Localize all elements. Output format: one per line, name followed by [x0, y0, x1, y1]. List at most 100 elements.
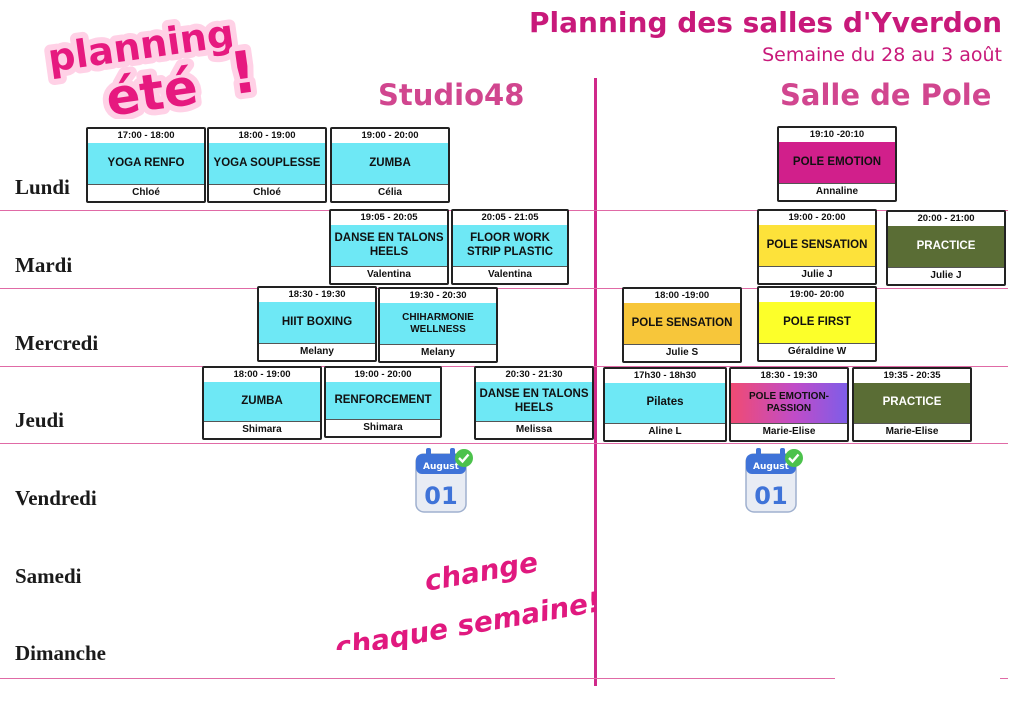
session-card[interactable]: 19:00 - 20:00 POLE SENSATION Julie J: [757, 209, 877, 285]
session-time: 19:00 - 20:00: [788, 212, 846, 223]
session-teacher: Marie-Elise: [854, 423, 970, 440]
day-mardi: Mardi: [15, 253, 73, 277]
session-time: 20:05 - 21:05: [481, 212, 539, 223]
session-time: 20:00 - 21:00: [917, 213, 975, 224]
session-time: 19:30 - 20:30: [409, 290, 467, 301]
session-teacher: Melany: [380, 344, 496, 361]
session-name: YOGA SOUPLESSE: [209, 143, 325, 184]
svg-text:August: August: [753, 462, 790, 472]
day-samedi: Samedi: [15, 564, 82, 588]
session-card[interactable]: 19:00- 20:00 POLE FIRST Géraldine W: [757, 286, 877, 362]
planning-ete-logo: planning planning été été ! !: [39, 5, 267, 119]
session-name: ZUMBA: [204, 382, 320, 421]
day-jeudi: Jeudi: [15, 408, 65, 432]
session-card[interactable]: 19:30 - 20:30 CHIHARMONIE WELLNESS Melan…: [378, 287, 498, 363]
svg-text:été: été: [102, 58, 201, 119]
session-name: Pilates: [605, 383, 725, 423]
session-teacher: Julie S: [624, 344, 740, 361]
session-card[interactable]: 20:00 - 21:00 PRACTICE Julie J: [886, 210, 1006, 286]
session-teacher: Shimara: [326, 419, 440, 436]
svg-text:chaque semaine!: chaque semaine!: [332, 585, 603, 650]
room-studio48: Studio48: [378, 78, 525, 112]
session-name: POLE SENSATION: [759, 225, 875, 266]
session-time: 18:30 - 19:30: [760, 370, 818, 381]
weekly-change-note: change chaque semaine!: [332, 545, 603, 650]
session-time: 19:05 - 20:05: [360, 212, 418, 223]
session-name: CHIHARMONIE WELLNESS: [380, 303, 496, 344]
session-name: HIIT BOXING: [259, 302, 375, 343]
svg-text:August: August: [423, 462, 460, 472]
session-teacher: Valentina: [453, 266, 567, 283]
session-name: POLE FIRST: [759, 302, 875, 343]
day-vendredi: Vendredi: [15, 486, 97, 510]
svg-text:01: 01: [424, 482, 457, 510]
session-time: 19:00 - 20:00: [361, 130, 419, 141]
session-teacher: Célia: [332, 184, 448, 201]
session-time: 19:10 -20:10: [809, 129, 865, 140]
session-teacher: Julie J: [888, 267, 1004, 284]
calendar-check-icon: August 01: [745, 448, 803, 513]
session-time: 20:30 - 21:30: [505, 369, 563, 380]
session-name: DANSE EN TALONS HEELS: [476, 382, 592, 421]
session-card[interactable]: 19:10 -20:10 POLE EMOTION Annaline: [777, 126, 897, 202]
session-time: 17h30 - 18h30: [633, 370, 697, 381]
row-divider: [0, 443, 1008, 444]
row-divider: [0, 678, 835, 679]
room-salle-de-pole: Salle de Pole: [780, 78, 992, 112]
session-time: 19:35 - 20:35: [883, 370, 941, 381]
session-card[interactable]: 20:30 - 21:30 DANSE EN TALONS HEELS Meli…: [474, 366, 594, 440]
session-teacher: Shimara: [204, 421, 320, 438]
session-card[interactable]: 18:00 - 19:00 YOGA SOUPLESSE Chloé: [207, 127, 327, 203]
session-name: YOGA RENFO: [88, 143, 204, 184]
svg-text:change: change: [422, 545, 540, 597]
session-card[interactable]: 17h30 - 18h30 Pilates Aline L: [603, 367, 727, 442]
session-time: 19:00- 20:00: [789, 289, 845, 300]
session-card[interactable]: 18:30 - 19:30 HIIT BOXING Melany: [257, 286, 377, 362]
session-time: 18:00 - 19:00: [238, 130, 296, 141]
session-time: 18:00 -19:00: [654, 290, 710, 301]
session-name: POLE EMOTION: [779, 142, 895, 183]
session-teacher: Marie-Elise: [731, 423, 847, 440]
session-card[interactable]: 17:00 - 18:00 YOGA RENFO Chloé: [86, 127, 206, 203]
day-lundi: Lundi: [15, 175, 70, 199]
session-teacher: Julie J: [759, 266, 875, 283]
session-name: ZUMBA: [332, 143, 448, 184]
session-card[interactable]: 19:00 - 20:00 ZUMBA Célia: [330, 127, 450, 203]
svg-text:!: !: [225, 37, 261, 108]
session-name: POLE SENSATION: [624, 303, 740, 344]
session-name: FLOOR WORK STRIP PLASTIC: [453, 225, 567, 266]
session-card[interactable]: 20:05 - 21:05 FLOOR WORK STRIP PLASTIC V…: [451, 209, 569, 285]
session-teacher: Aline L: [605, 423, 725, 440]
svg-text:été: été: [102, 58, 201, 119]
session-time: 18:30 - 19:30: [288, 289, 346, 300]
session-time: 19:00 - 20:00: [354, 369, 412, 380]
day-mercredi: Mercredi: [15, 331, 99, 355]
session-card[interactable]: 19:05 - 20:05 DANSE EN TALONS HEELS Vale…: [329, 209, 449, 285]
session-card[interactable]: 19:00 - 20:00 RENFORCEMENT Shimara: [324, 366, 442, 438]
session-name: DANSE EN TALONS HEELS: [331, 225, 447, 266]
session-card[interactable]: 18:30 - 19:30 POLE EMOTION-PASSION Marie…: [729, 367, 849, 442]
session-card[interactable]: 19:35 - 20:35 PRACTICE Marie-Elise: [852, 367, 972, 442]
calendar-check-icon: August 01: [415, 448, 473, 513]
session-teacher: Melany: [259, 343, 375, 360]
session-teacher: Valentina: [331, 266, 447, 283]
session-teacher: Annaline: [779, 183, 895, 200]
session-teacher: Chloé: [88, 184, 204, 201]
session-time: 18:00 - 19:00: [233, 369, 291, 380]
page-subtitle: Semaine du 28 au 3 août: [762, 44, 1002, 66]
row-divider: [1000, 678, 1008, 679]
session-name: PRACTICE: [854, 383, 970, 423]
session-time: 17:00 - 18:00: [117, 130, 175, 141]
session-card[interactable]: 18:00 -19:00 POLE SENSATION Julie S: [622, 287, 742, 363]
svg-text:01: 01: [754, 482, 787, 510]
day-dimanche: Dimanche: [15, 641, 106, 665]
session-teacher: Chloé: [209, 184, 325, 201]
row-divider: [0, 288, 1008, 289]
session-name: PRACTICE: [888, 226, 1004, 267]
room-divider: [594, 78, 597, 686]
session-name: POLE EMOTION-PASSION: [731, 383, 847, 423]
session-teacher: Melissa: [476, 421, 592, 438]
page-title: Planning des salles d'Yverdon: [529, 6, 1002, 39]
session-card[interactable]: 18:00 - 19:00 ZUMBA Shimara: [202, 366, 322, 440]
session-teacher: Géraldine W: [759, 343, 875, 360]
